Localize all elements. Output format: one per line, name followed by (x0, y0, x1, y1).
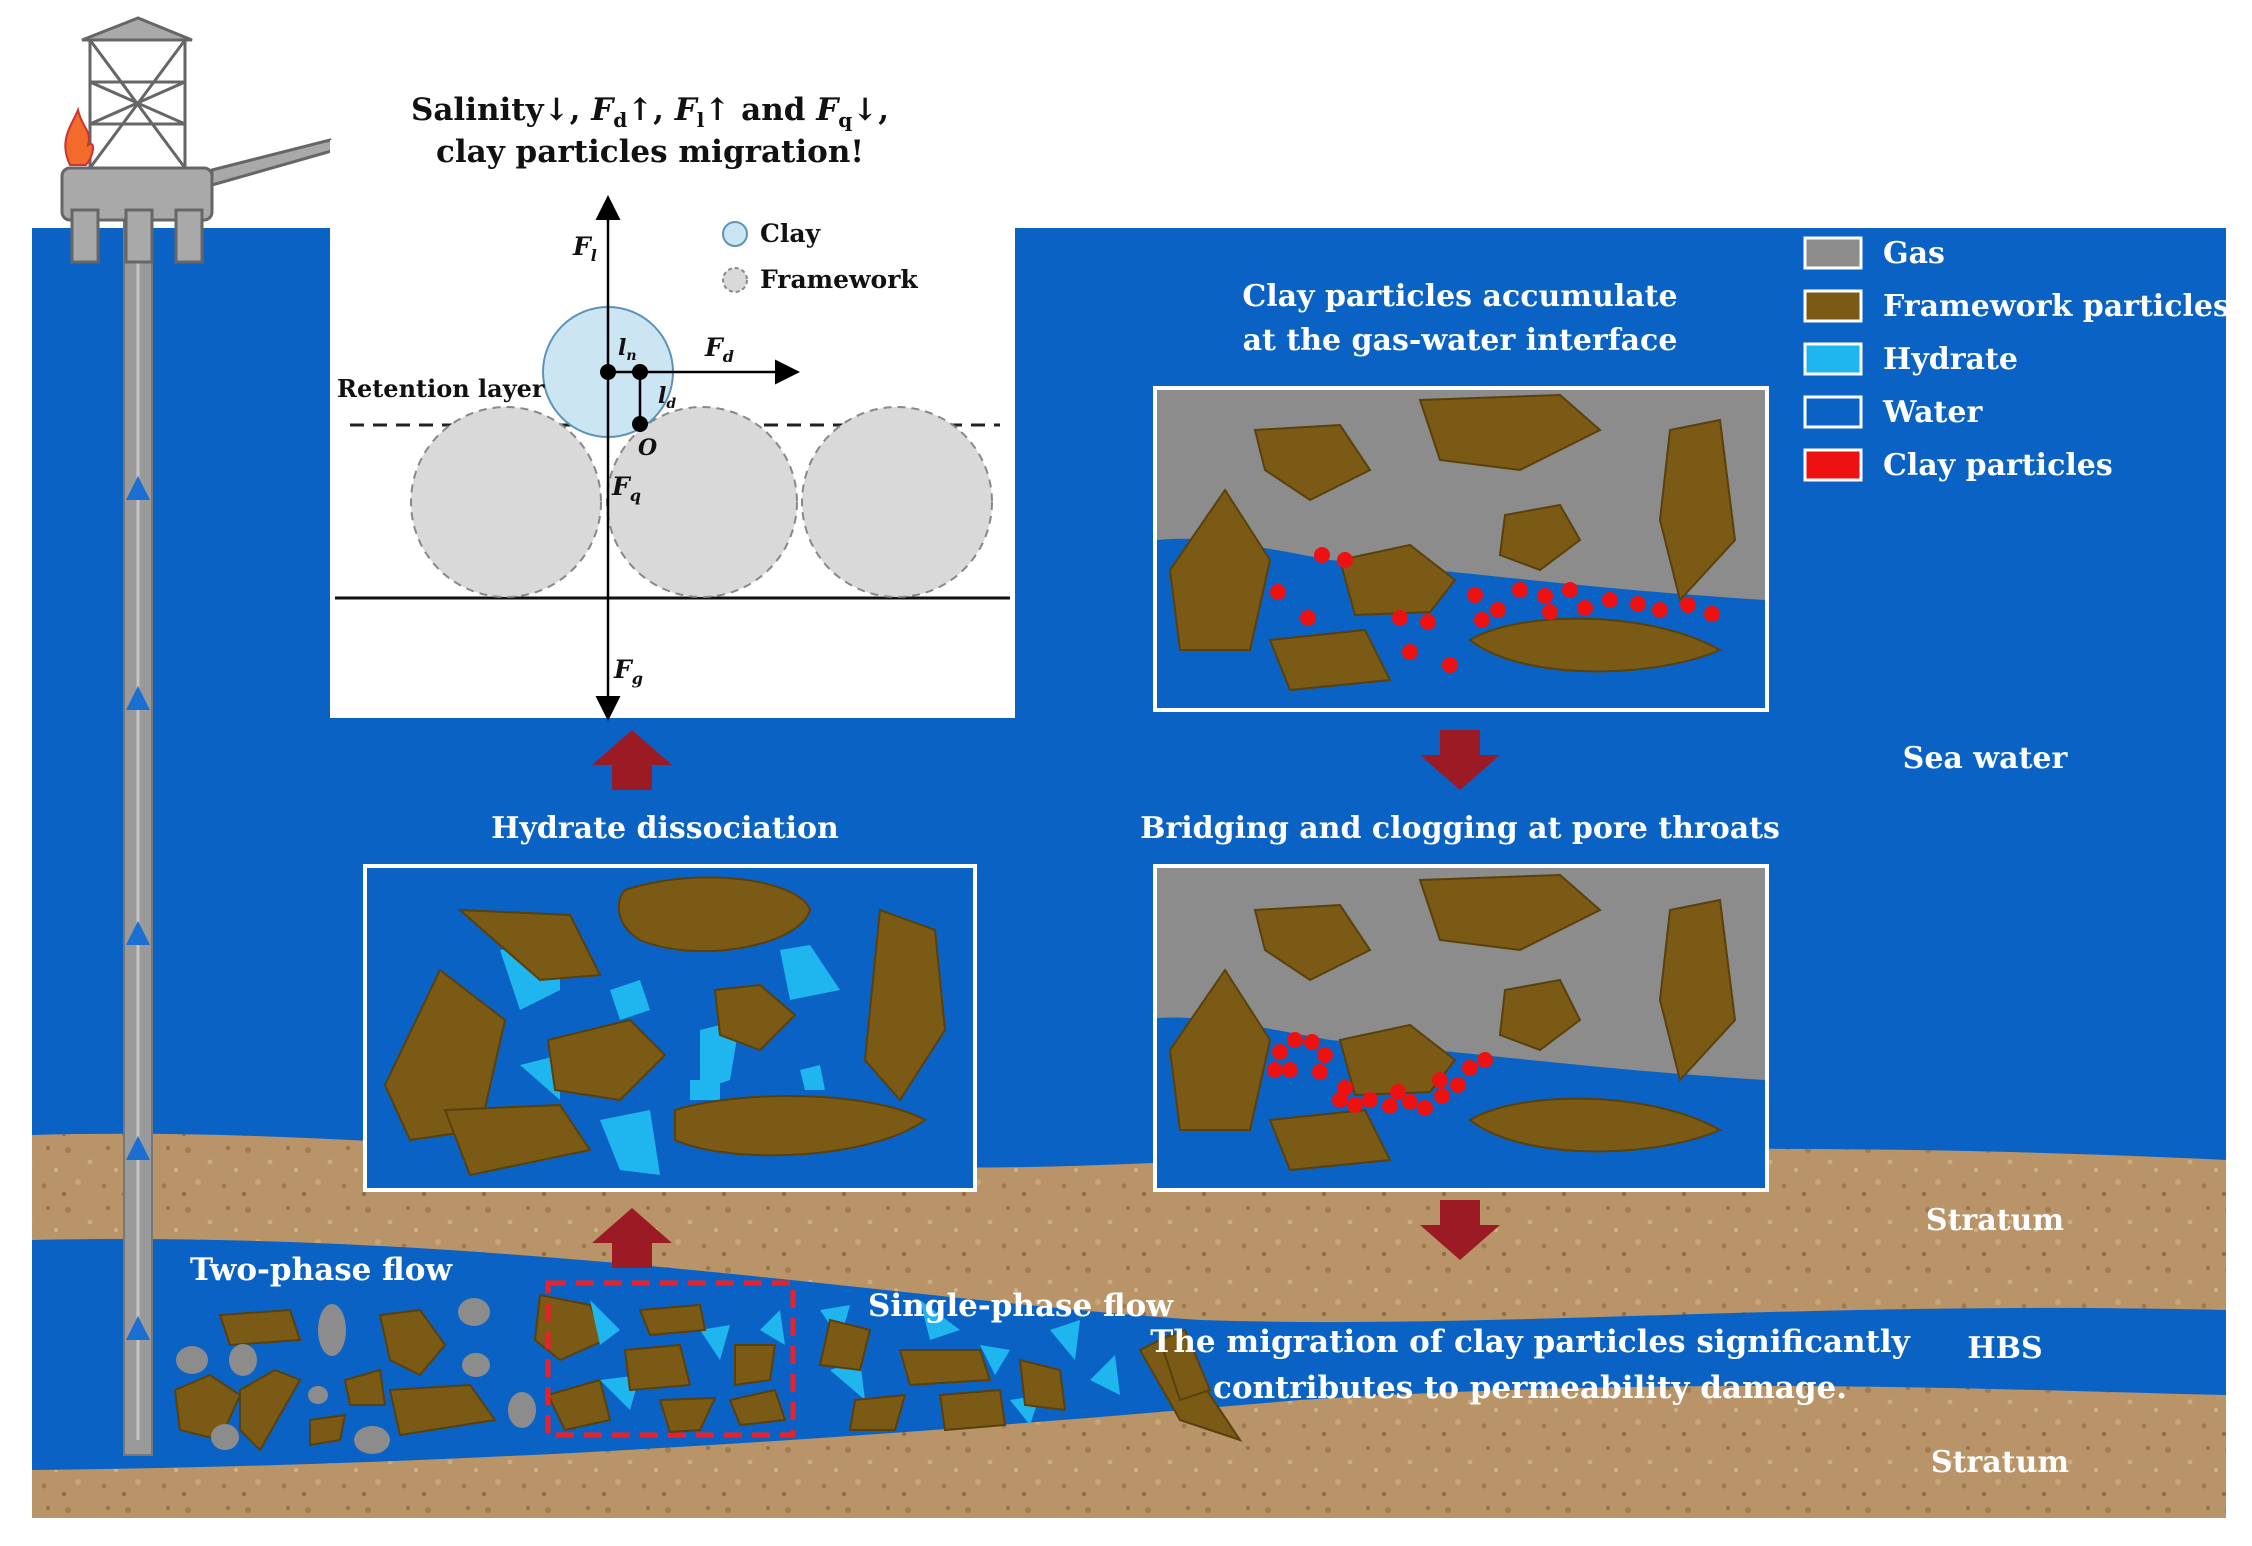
legend-swatch-2 (1803, 342, 1863, 376)
retention-layer-label: Retention layer (337, 374, 545, 403)
conclusion-line2: contributes to permeability damage. (1213, 1370, 1847, 1406)
single-phase-flow-label: Single-phase flow (868, 1288, 1174, 1324)
step-accumulate-line2: at the gas-water interface (1243, 323, 1678, 358)
lever-ld-label: ld (658, 383, 676, 412)
framework-particle (801, 406, 993, 598)
zone-hbs: HBS (1967, 1331, 2042, 1366)
legend-clay-label: Clay (760, 219, 822, 248)
lever-ln-label: ln (618, 335, 637, 364)
legend-label-4: Clay particles (1883, 448, 2113, 483)
arrow-down-1 (1420, 730, 1500, 790)
step-bridging-label: Bridging and clogging at pore throats (1140, 811, 1780, 846)
flame-icon (64, 106, 94, 166)
clay-bridge-cluster (1267, 1032, 1493, 1116)
origin-o-label: O (638, 435, 657, 461)
zone-stratum-lower: Stratum (1931, 1445, 2069, 1480)
legend-swatch-1 (1803, 289, 1863, 323)
legend-framework-label: Framework (760, 265, 918, 294)
top-title-line2: clay particles migration! (436, 134, 864, 170)
accumulation-panel (1153, 386, 1769, 712)
arrow-up-hydrate (592, 730, 672, 790)
legend-swatch-3 (1803, 395, 1863, 429)
framework-particle (410, 406, 602, 598)
force-fd-label: Fd (704, 333, 734, 366)
step-hydrate-label: Hydrate dissociation (491, 811, 839, 846)
two-phase-flow-label: Two-phase flow (190, 1252, 453, 1288)
force-fl-label: Fl (572, 232, 597, 265)
legend-swatch-0 (1803, 236, 1863, 270)
force-fg-label: Fg (613, 655, 643, 688)
hydrate-panel (363, 864, 977, 1192)
legend-label-1: Framework particles (1883, 289, 2230, 324)
arrow-up-hbs (592, 1208, 672, 1268)
zone-sea-water: Sea water (1903, 741, 2069, 776)
zone-stratum-upper: Stratum (1926, 1203, 2064, 1238)
lower-stratum (32, 1385, 2226, 1518)
clay-particles-cluster (1270, 547, 1720, 673)
force-fq-label: Fq (611, 472, 641, 505)
legend-label-0: Gas (1883, 236, 1945, 271)
highlight-dashed-box (545, 1280, 796, 1438)
legend-clay-swatch (722, 221, 748, 247)
hbs-single-phase-particles (590, 1300, 1243, 1442)
arrow-down-2 (1420, 1200, 1500, 1260)
hbs-two-phase-particles (173, 1293, 612, 1454)
legend-swatch-4 (1803, 448, 1863, 482)
legend-framework-swatch (722, 267, 748, 293)
legend-label-2: Hydrate (1883, 342, 2018, 377)
offshore-platform-icon (60, 16, 338, 264)
conclusion-line1: The migration of clay particles signific… (1150, 1324, 1910, 1360)
top-title-line1: Salinity↓, Fd↑, Fl↑ and Fq↓, (411, 92, 889, 132)
legend-label-3: Water (1882, 395, 1983, 430)
step-accumulate-line1: Clay particles accumulate (1242, 279, 1677, 314)
bridging-panel (1153, 864, 1769, 1192)
